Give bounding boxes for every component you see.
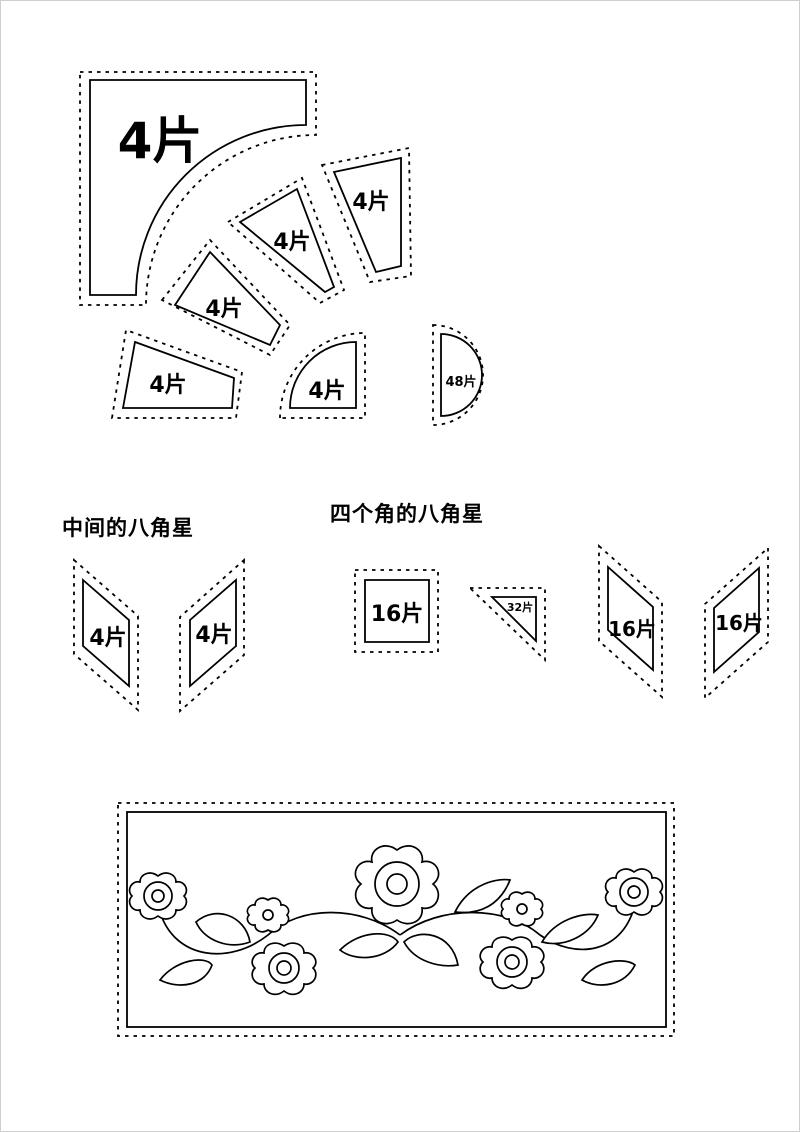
corner-square-count: 16片	[371, 602, 424, 627]
quarter-circle-count: 4片	[308, 379, 345, 404]
lower-left-flower-icon	[251, 942, 317, 996]
quarter-circle-piece: 4片	[279, 332, 366, 419]
right-flower-icon	[604, 868, 664, 916]
center-diamond-right-piece: 4片	[179, 557, 245, 713]
arc-segment-inner-count: 4片	[205, 297, 242, 322]
small-bud-left-icon	[246, 897, 290, 933]
small-bud-right-icon	[500, 891, 544, 927]
arc-end-segment-piece: 4片	[110, 328, 243, 419]
corner-triangle-piece: 32片	[467, 587, 546, 663]
lower-right-flower-icon	[479, 936, 545, 990]
corner-diamond-left-count: 16片	[608, 617, 656, 641]
half-circle-count: 48片	[445, 374, 476, 390]
arc-segment-inner-piece: 4片	[160, 238, 292, 357]
corner-diamond-left-piece: 16片	[598, 543, 663, 700]
arc-segment-outer-piece: 4片	[320, 146, 412, 283]
corner-background-count: 4片	[118, 112, 203, 170]
floral-vine-icon	[117, 802, 675, 1037]
center-diamond-left-count: 4片	[89, 626, 126, 651]
corner-background-piece: 4片	[79, 71, 317, 306]
center-star-heading: 中间的八角星	[62, 516, 194, 540]
corner-square-piece: 16片	[354, 569, 439, 653]
corner-stars-heading: 四个角的八角星	[330, 502, 484, 526]
arc-segment-middle-piece: 4片	[226, 176, 346, 305]
center-flower-icon	[354, 845, 440, 925]
half-circle-piece: 48片	[432, 324, 484, 426]
arc-end-segment-count: 4片	[149, 373, 186, 398]
center-diamond-right-count: 4片	[195, 623, 232, 648]
corner-diamond-right-piece: 16片	[704, 545, 769, 701]
arc-segment-middle-count: 4片	[273, 230, 310, 255]
corner-triangle-count: 32片	[507, 600, 533, 614]
arc-segment-outer-count: 4片	[352, 190, 389, 215]
center-diamond-left-piece: 4片	[73, 558, 139, 712]
left-flower-icon	[128, 872, 188, 920]
corner-diamond-right-count: 16片	[715, 611, 763, 635]
